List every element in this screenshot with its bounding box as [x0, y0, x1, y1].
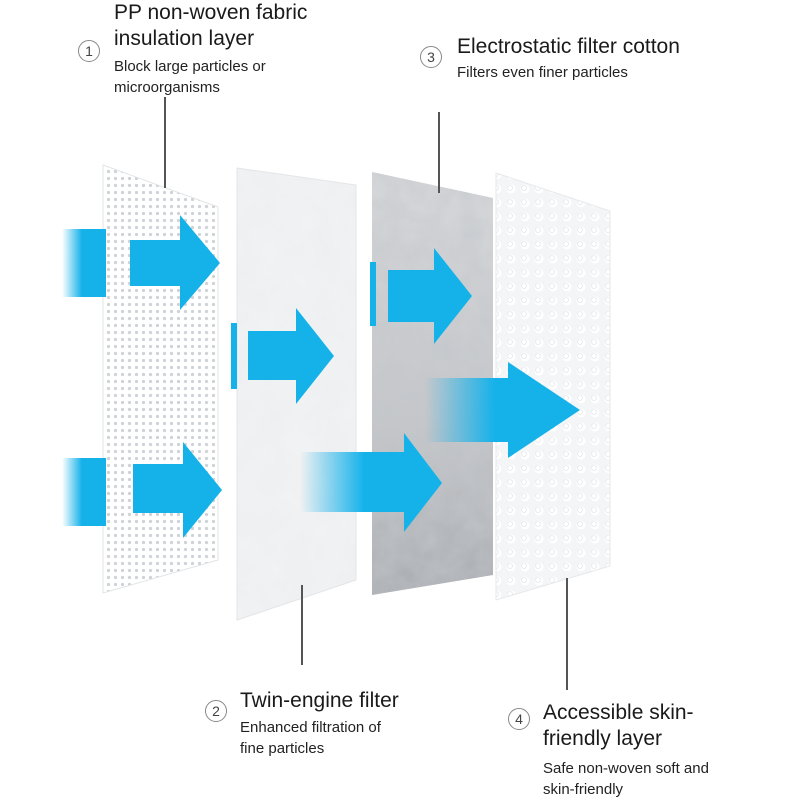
- right-arrow-icon: [425, 362, 580, 458]
- leader-lines: [164, 97, 568, 690]
- flow-band-layer-2: [231, 323, 237, 389]
- incoming-flow-band-lower: [62, 458, 106, 526]
- layer-number-badge: 4: [508, 708, 530, 730]
- layer-description: Enhanced filtration of fine particles: [240, 719, 381, 757]
- layer-number-badge: 3: [420, 46, 442, 68]
- right-arrow-icon: [130, 215, 220, 310]
- layer-title: PP non-woven fabric insulation layer: [114, 1, 308, 50]
- incoming-flow-band-upper: [62, 229, 106, 297]
- right-arrow-icon: [388, 248, 472, 344]
- right-arrow-icon: [248, 308, 334, 404]
- layer-2-label: 2 Twin-engine filter Enhanced filtration…: [205, 688, 485, 759]
- layer-title: Accessible skin- friendly layer: [543, 701, 694, 750]
- layer-title: Electrostatic filter cotton: [457, 35, 680, 58]
- layer-description: Block large particles or microorganisms: [114, 58, 266, 96]
- right-arrow-icon: [300, 433, 442, 532]
- layer-description: Safe non-woven soft and skin-friendly: [543, 760, 709, 798]
- layer-description: Filters even finer particles: [457, 64, 628, 81]
- layer-number-badge: 1: [78, 40, 100, 62]
- right-arrow-icon: [133, 442, 222, 538]
- layer-3-label: 3 Electrostatic filter cotton Filters ev…: [420, 34, 780, 83]
- layer-number-badge: 2: [205, 700, 227, 722]
- flow-arrows: [62, 215, 580, 538]
- layer-4-panel: [495, 172, 611, 601]
- layer-1-panel: [102, 164, 219, 594]
- flow-band-layer-3: [370, 262, 376, 326]
- layer-4-label: 4 Accessible skin- friendly layer Safe n…: [508, 700, 798, 800]
- layer-title: Twin-engine filter: [240, 689, 399, 712]
- layer-1-label: 1 PP non-woven fabric insulation layer B…: [78, 0, 378, 98]
